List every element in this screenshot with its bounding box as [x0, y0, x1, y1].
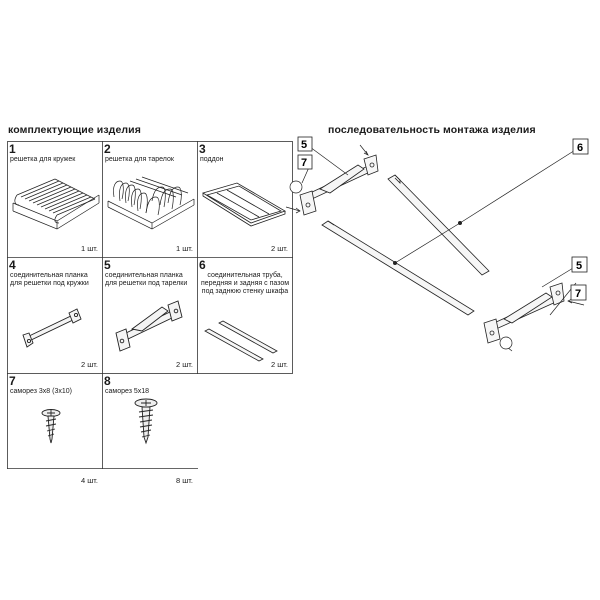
- component-qty: 8 шт.: [176, 476, 193, 485]
- component-qty: 1 шт.: [81, 244, 98, 253]
- tube-icon: [204, 320, 278, 362]
- component-number: 3: [199, 142, 206, 156]
- callout-7-left: 7: [301, 157, 307, 169]
- component-number: 6: [199, 258, 206, 272]
- component-number: 7: [9, 374, 16, 388]
- component-label: соединительная труба, передняя и задняя …: [200, 272, 290, 295]
- component-number: 2: [104, 142, 111, 156]
- component-cell-7: 7 саморез 3x8 (3x10) 4 шт.: [7, 373, 102, 489]
- callout-6: 6: [577, 142, 583, 154]
- component-qty: 2 шт.: [271, 244, 288, 253]
- components-heading: комплектующие изделия: [8, 124, 141, 136]
- component-cell-6: 6 соединительная труба, передняя и задня…: [197, 257, 292, 373]
- component-label: решетка для тарелок: [105, 156, 174, 163]
- callout-5-left: 5: [301, 139, 307, 151]
- component-qty: 2 шт.: [81, 360, 98, 369]
- screw-icon: [134, 398, 158, 445]
- wire-rack-icon: [12, 178, 100, 230]
- component-qty: 4 шт.: [81, 476, 98, 485]
- component-cell-8: 8 саморез 5x18 8 шт.: [102, 373, 197, 489]
- component-number: 8: [104, 374, 111, 388]
- assembly-diagram: 5 7 6 5 7: [285, 136, 589, 352]
- component-number: 5: [104, 258, 111, 272]
- callout-5-right: 5: [576, 260, 582, 272]
- component-label: саморез 5x18: [105, 388, 150, 395]
- bracket-right: [483, 282, 565, 344]
- tube-front: [321, 220, 475, 316]
- component-cell-3: 3 поддон 2 шт.: [197, 141, 292, 257]
- component-qty: 2 шт.: [271, 360, 288, 369]
- component-number: 4: [9, 258, 16, 272]
- components-grid: 1 решетка для кружек 1 шт. 2 решетка для…: [7, 141, 293, 485]
- component-qty: 1 шт.: [176, 244, 193, 253]
- component-label: саморез 3x8 (3x10): [10, 388, 72, 395]
- component-number: 1: [9, 142, 16, 156]
- grid-lines: [7, 141, 293, 469]
- drip-tray-icon: [202, 182, 286, 227]
- component-cell-2: 2 решетка для тарелок 1 шт.: [102, 141, 197, 257]
- component-label: соединительная планка для решетки под та…: [105, 272, 188, 287]
- tube-back: [387, 174, 490, 276]
- callout-7-right: 7: [575, 288, 581, 300]
- component-qty: 2 шт.: [176, 360, 193, 369]
- component-label: решетка для кружек: [10, 156, 76, 163]
- bracket-left: [299, 154, 379, 216]
- assembly-heading: последовательность монтажа изделия: [328, 124, 536, 136]
- dish-rack-icon: [107, 176, 195, 230]
- screw-icon: [41, 409, 61, 444]
- bracket-icon: [115, 300, 183, 352]
- component-cell-5: 5 соединительная планка для решетки под …: [102, 257, 197, 373]
- component-label: поддон: [200, 156, 224, 163]
- bracket-icon: [22, 308, 82, 348]
- component-cell-4: 4 соединительная планка для решетки под …: [7, 257, 102, 373]
- component-label: соединительная планка для решетки под кр…: [10, 272, 89, 287]
- component-cell-1: 1 решетка для кружек 1 шт.: [7, 141, 102, 257]
